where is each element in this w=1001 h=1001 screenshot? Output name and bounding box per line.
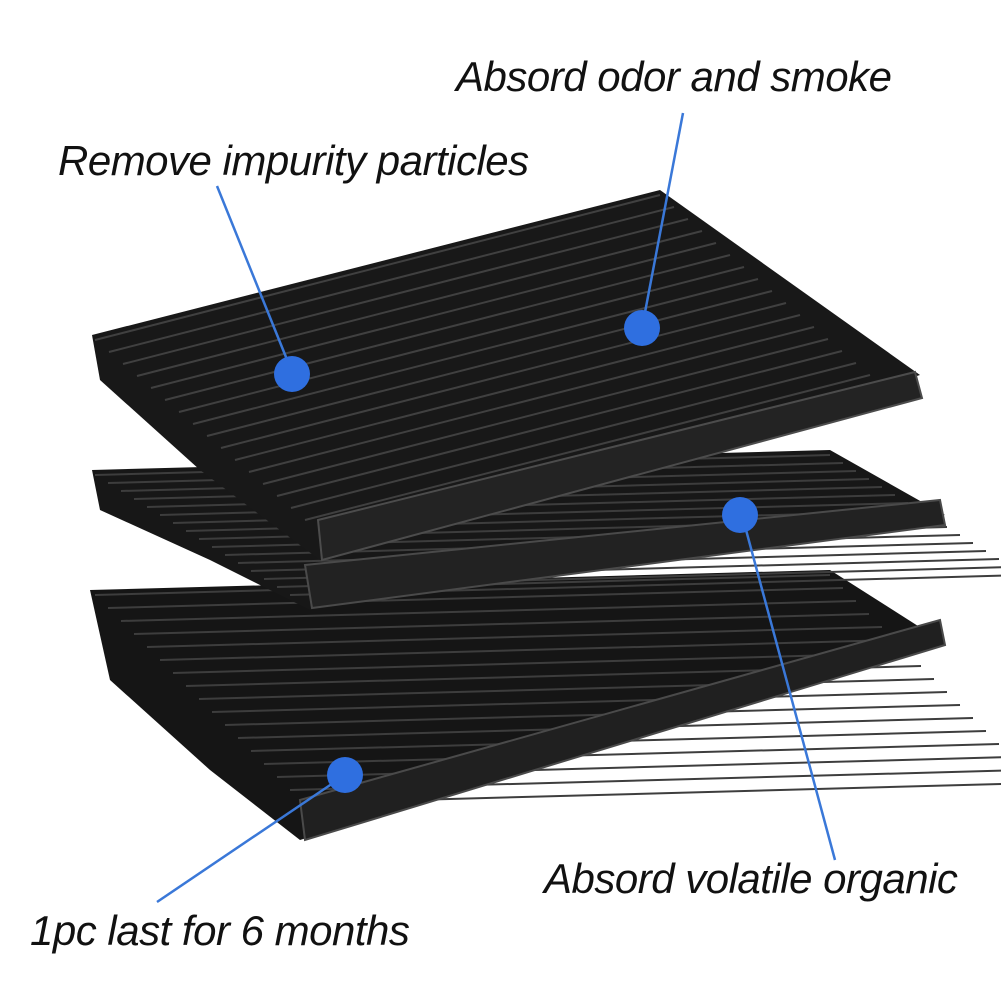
pleat-ridge [146, 626, 883, 648]
pleat-ridge [262, 338, 829, 485]
pleat-ridge [94, 194, 661, 341]
pleat-ridge [304, 374, 871, 521]
pleat-ridge [133, 613, 870, 635]
pleat-ridge [136, 230, 703, 377]
leader-line-voc [740, 514, 837, 861]
marker-voc [722, 497, 758, 533]
pleat-ridge [290, 362, 857, 509]
pleat-ridge [248, 326, 815, 473]
pleat-ridge [234, 314, 801, 461]
pleat-ridge [122, 218, 689, 365]
pleat-ridge [164, 254, 731, 401]
pleat-ridge [150, 242, 717, 389]
leader-lines [156, 112, 837, 904]
callout-absorb-odor: Absord odor and smoke [456, 53, 892, 100]
pleat-ridge [220, 302, 787, 449]
leader-line-lifespan [156, 773, 346, 904]
pleat-ridge [120, 600, 857, 622]
filter-pad-bottom [90, 570, 1001, 842]
marker-particles [274, 356, 310, 392]
pleat-ridge [108, 206, 675, 353]
pleat-ridge [211, 691, 948, 713]
pleat-ridge [263, 743, 1000, 765]
leader-line-particles [215, 185, 294, 373]
pleat-ridge [206, 290, 773, 437]
pleat-ridge [159, 639, 896, 661]
filter-pad-top [92, 190, 924, 562]
leader-line-odor [640, 112, 685, 329]
pleat-ridge [172, 652, 909, 674]
marker-odor [624, 310, 660, 346]
pleat-ridge [224, 704, 961, 726]
callout-lifespan: 1pc last for 6 months [30, 907, 410, 954]
marker-lifespan [327, 757, 363, 793]
markers [274, 310, 758, 793]
pleat-ridge [107, 587, 844, 609]
callout-remove-particles: Remove impurity particles [58, 137, 529, 184]
pleat-ridge [276, 350, 843, 497]
pleat-ridge [192, 278, 759, 425]
callout-absorb-voc: Absord volatile organic [544, 855, 958, 902]
